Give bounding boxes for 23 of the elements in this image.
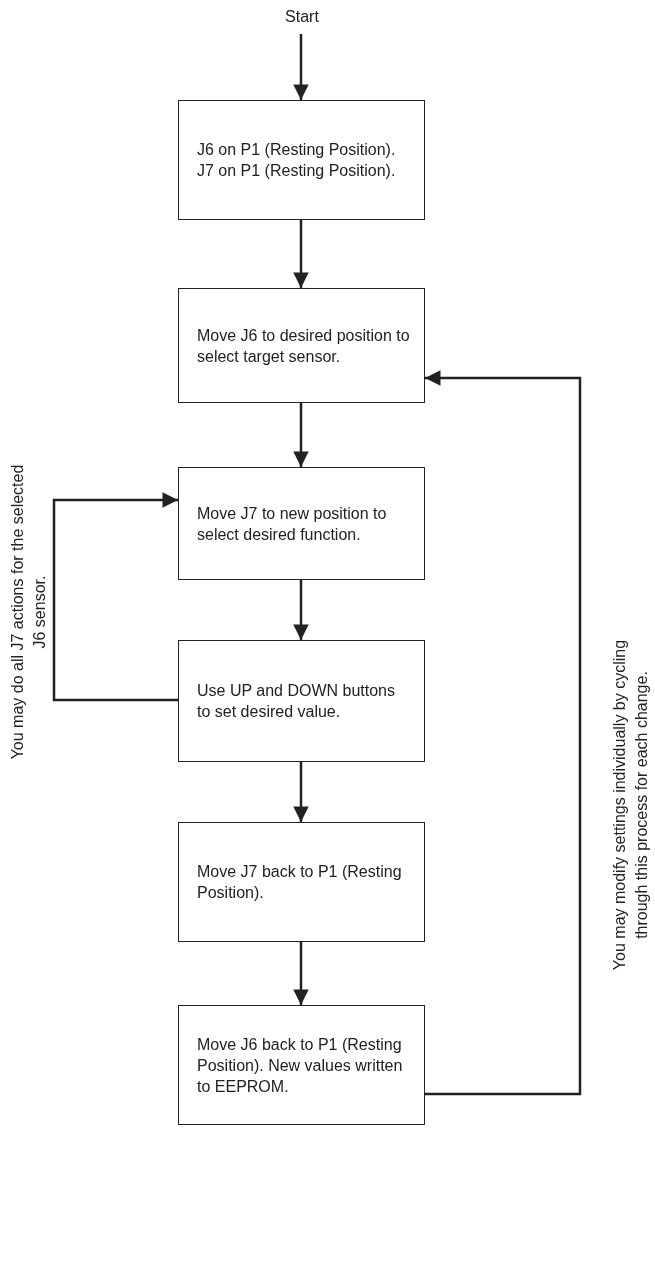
arrow [293,580,309,640]
side-note: You may modify settings individually by cycling through this process for each change. [610,638,651,973]
process-box [178,100,425,220]
arrow [293,762,309,822]
step-text: Move J7 to new position to select desired function. [197,503,388,545]
process-box [178,640,425,762]
arrow [52,492,178,702]
arrow [293,942,309,1005]
arrow [293,403,309,467]
process-box [178,467,425,580]
arrow [293,220,309,288]
side-note: You may do all J7 actions for the selected J6 sensor. [8,463,49,762]
arrow [425,370,582,1096]
process-box [178,1005,425,1125]
step-text: Move J6 to desired position to select target sensor. [197,325,410,367]
process-box [178,822,425,942]
step-text: Move J6 back to P1 (Resting Position). New values written to EEPROM. [197,1034,404,1097]
process-box [178,288,425,403]
step-text: Use UP and DOWN buttons to set desired value. [197,681,396,722]
start-label: Start [284,7,320,27]
arrow [293,34,309,100]
step-text: J6 on P1 (Resting Position). J7 on P1 (Resting Position). [197,140,397,181]
step-text: Move J7 back to P1 (Resting Position). [197,862,403,903]
